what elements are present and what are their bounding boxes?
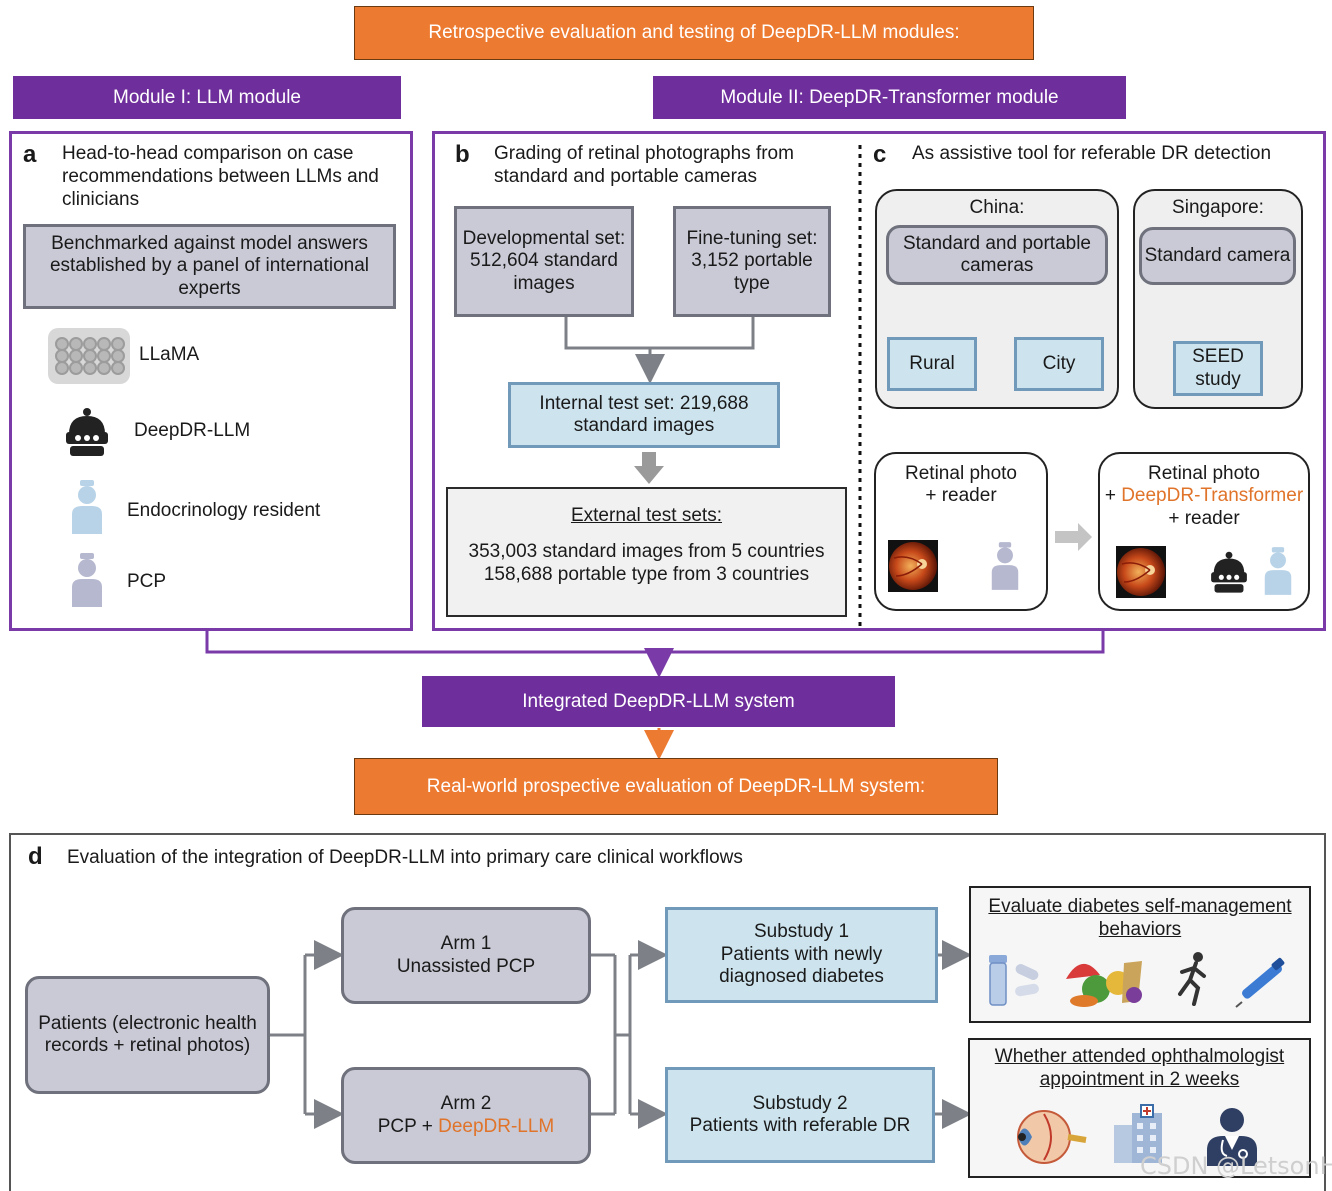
china-label: China: <box>969 197 1025 218</box>
arm2-title: Arm 2 <box>440 1093 492 1115</box>
assisted-line2: + DeepDR-Transformer <box>1098 485 1310 507</box>
arm1-title: Arm 1 <box>440 933 492 955</box>
assisted-plus: + <box>1104 485 1122 506</box>
hospital-icon <box>1110 1103 1166 1165</box>
watermark: CSDN @LetsonH <box>1140 1152 1332 1180</box>
substudy2-box: Substudy 2 Patients with referable DR <box>665 1067 935 1163</box>
integrated-system-label: Integrated DeepDR-LLM system <box>422 676 895 727</box>
outcome1-title: Evaluate diabetes self-management behavi… <box>988 896 1292 940</box>
insulin-pen-icon <box>1232 954 1290 1008</box>
doctor-icon <box>1205 1106 1259 1166</box>
city-box: City <box>1014 337 1104 391</box>
seed-study-box: SEED study <box>1173 341 1263 396</box>
panel-bc <box>432 131 1326 631</box>
substudy1-title: Substudy 1 <box>753 921 850 943</box>
substudy2-text: Patients with referable DR <box>689 1115 911 1136</box>
reader-line2: + reader <box>925 485 997 506</box>
panel-b-letter: b <box>455 141 470 168</box>
panel-d <box>9 833 1326 1191</box>
retinal-photo-icon <box>1116 546 1166 598</box>
resident-label: Endocrinology resident <box>127 500 321 521</box>
developmental-set-box: Developmental set: 512,604 standard imag… <box>454 206 634 317</box>
external-title: External test sets: <box>570 505 722 526</box>
arm2-box: Arm 2 PCP + DeepDR-LLM <box>341 1067 591 1164</box>
fine-tuning-set-box: Fine-tuning set: 3,152 portable type <box>673 206 831 317</box>
china-cameras-box: Standard and portable cameras <box>886 225 1108 285</box>
panel-b-title: Grading of retinal photographs from stan… <box>494 143 794 187</box>
deepdr-llm-label: DeepDR-LLM <box>134 420 251 441</box>
retinal-photo-icon <box>888 540 938 592</box>
panel-c-title: As assistive tool for referable DR detec… <box>912 143 1272 164</box>
benchmark-box: Benchmarked against model answers establ… <box>23 224 396 309</box>
reader-person-icon <box>1263 545 1293 597</box>
internal-test-set-box: Internal test set: 219,688 standard imag… <box>508 382 780 448</box>
reader-line1: Retinal photo <box>905 463 1017 484</box>
reader-person-icon <box>990 540 1020 592</box>
healthy-food-icon <box>1060 949 1152 1011</box>
llama-network-icon <box>48 328 130 384</box>
panel-d-letter: d <box>28 843 43 870</box>
panel-c-letter: c <box>873 141 887 168</box>
arm2-text: PCP + DeepDR-LLM <box>378 1116 555 1138</box>
pcp-label: PCP <box>127 571 167 592</box>
medication-icon <box>985 953 1045 1007</box>
module1-label: Module I: LLM module <box>13 76 401 119</box>
robot-icon <box>64 406 110 460</box>
eye-anatomy-icon <box>1010 1108 1088 1166</box>
panel-a-letter: a <box>23 141 37 168</box>
outcome2-title: Whether attended ophthalmologist appoint… <box>994 1046 1285 1090</box>
assisted-model: DeepDR-Transformer <box>1121 485 1304 506</box>
robot-icon <box>1209 550 1249 596</box>
pcp-person-icon <box>70 553 104 607</box>
substudy2-title: Substudy 2 <box>752 1092 848 1114</box>
retrospective-header: Retrospective evaluation and testing of … <box>354 6 1034 60</box>
panel-a-title: Head-to-head comparison on case recommen… <box>62 143 379 210</box>
llama-label: LLaMA <box>139 344 200 365</box>
arm1-text: Unassisted PCP <box>396 955 536 977</box>
substudy1-text: Patients with newly diagnosed diabetes <box>719 943 884 988</box>
arm2-prefix: PCP + <box>377 1115 439 1137</box>
panel-a <box>9 131 413 631</box>
arm1-box: Arm 1 Unassisted PCP <box>341 907 591 1004</box>
patients-box: Patients (electronic health records + re… <box>25 976 270 1094</box>
assisted-line3: + reader <box>1168 508 1240 529</box>
resident-person-icon <box>70 480 104 534</box>
running-icon <box>1170 950 1216 1006</box>
substudy1-box: Substudy 1 Patients with newly diagnosed… <box>665 907 938 1003</box>
rural-box: Rural <box>887 337 977 391</box>
external-line1: 353,003 standard images from 5 countries <box>468 541 825 562</box>
singapore-camera-box: Standard camera <box>1139 227 1296 285</box>
singapore-label: Singapore: <box>1172 197 1264 218</box>
external-line2: 158,688 portable type from 3 countries <box>483 564 810 585</box>
assisted-line1: Retinal photo <box>1148 463 1260 484</box>
arm2-model: DeepDR-LLM <box>438 1115 555 1137</box>
module2-label: Module II: DeepDR-Transformer module <box>653 76 1126 119</box>
prospective-header: Real-world prospective evaluation of Dee… <box>354 758 998 815</box>
panel-d-title: Evaluation of the integration of DeepDR-… <box>67 847 743 868</box>
external-test-sets-box: External test sets: 353,003 standard ima… <box>446 487 847 617</box>
